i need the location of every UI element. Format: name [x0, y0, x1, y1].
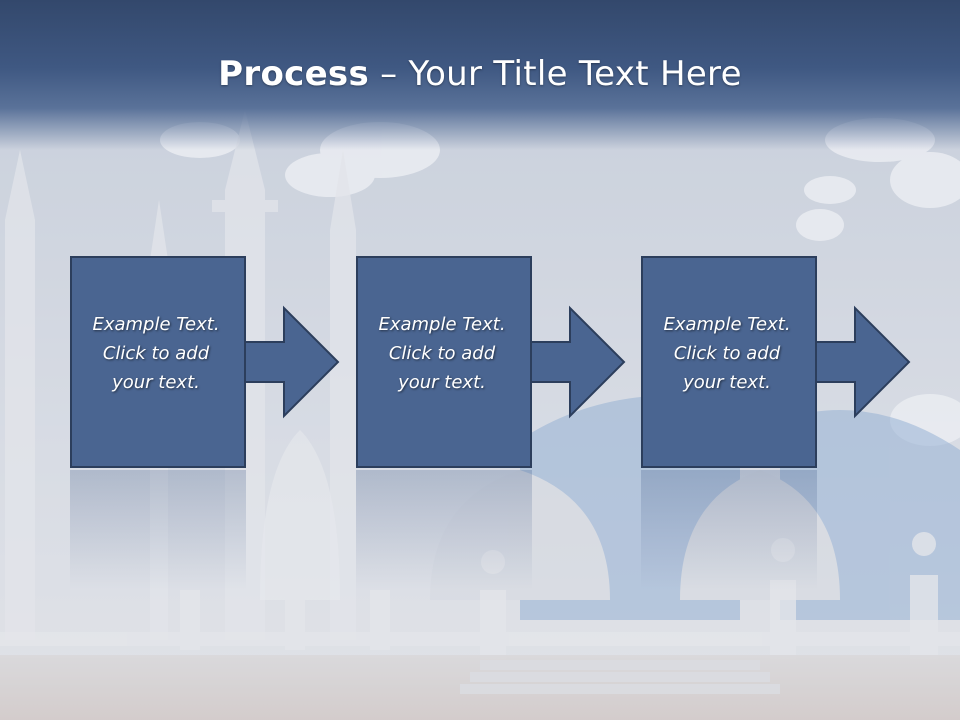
process-step-1[interactable]: Example Text. Click to add your text.	[70, 256, 350, 468]
step-2-text[interactable]: Example Text. Click to add your text.	[378, 314, 506, 393]
arrow-right-icon	[356, 256, 626, 468]
step-3-text[interactable]: Example Text. Click to add your text.	[663, 314, 791, 393]
step-2-reflection	[356, 470, 532, 590]
arrow-right-icon	[70, 256, 340, 468]
process-step-3[interactable]: Example Text. Click to add your text.	[641, 256, 921, 468]
step-3-reflection	[641, 470, 817, 590]
title-rest-part: – Your Title Text Here	[369, 54, 742, 94]
title-bar	[0, 0, 960, 150]
step-1-text[interactable]: Example Text. Click to add your text.	[92, 314, 220, 393]
process-step-2[interactable]: Example Text. Click to add your text.	[356, 256, 636, 468]
slide-title[interactable]: Process – Your Title Text Here	[0, 52, 960, 96]
step-1-reflection	[70, 470, 246, 590]
title-bold-part: Process	[218, 54, 370, 94]
arrow-right-icon	[641, 256, 911, 468]
